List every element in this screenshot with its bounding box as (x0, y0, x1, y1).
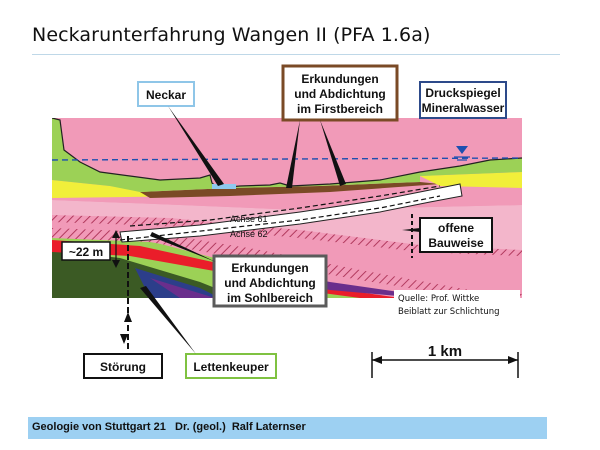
sohl-label-line3: im Sohlbereich (227, 291, 313, 305)
water-table-icon (454, 146, 470, 161)
layer-green-top (52, 118, 522, 192)
offene-bauweise-pointer (402, 228, 420, 232)
source-box (394, 290, 520, 320)
footer-text: Geologie von Stuttgart 21 Dr. (geol.) Ra… (32, 421, 306, 433)
depth-arrow-up-icon (112, 230, 120, 238)
tunnel-invert-line (119, 195, 441, 241)
lettenkeuper-label: Lettenkeuper (193, 360, 269, 374)
sohl-label-box (212, 254, 328, 308)
layer-purple-thin (228, 262, 420, 298)
stoerung-label: Störung (100, 360, 146, 374)
lettenkeuper-pointer (140, 286, 196, 354)
footer-bar: Geologie von Stuttgart 21 Dr. (geol.) Ra… (28, 417, 547, 439)
layer-deep-blue (135, 268, 220, 298)
fault-arrow-down-icon (120, 334, 128, 344)
title-divider (32, 54, 560, 55)
neckar-label: Neckar (146, 88, 186, 102)
sohl-label-line2: und Abdichtung (224, 276, 316, 290)
first-label-line3: im Firstbereich (297, 102, 383, 116)
stoerung-label-box (83, 353, 163, 379)
fault-arrow-up-icon (124, 312, 132, 322)
neckar-label-box (137, 81, 195, 107)
druckspiegel-label-line2: Mineralwasser (422, 101, 505, 115)
first-label-box (281, 64, 399, 122)
groundwater-level-line (51, 157, 523, 161)
layer-purple (150, 278, 215, 298)
depth-label-box (61, 241, 111, 261)
offene-bauweise-line1: offene (438, 221, 474, 235)
first-pointer (286, 120, 300, 188)
sohl-pointer (150, 232, 216, 262)
first-label-line1: Erkundungen (301, 72, 378, 86)
achse-62-label: Achse 62 (230, 229, 268, 239)
source-line2: Beiblatt zur Schlichtung (398, 307, 500, 317)
sohl-label-line1: Erkundungen (231, 261, 308, 275)
neckar-water (212, 184, 236, 189)
neckar-pointer (168, 106, 224, 186)
lettenkeuper-label-box (185, 353, 277, 379)
druckspiegel-label-box (419, 81, 507, 119)
first-label-line2: und Abdichtung (294, 87, 386, 101)
layer-yellow-right (420, 172, 522, 188)
first-pointer-2 (320, 120, 346, 186)
layer-hatched-upper (52, 215, 522, 256)
tunnel-crown-line (129, 185, 441, 227)
depth-arrow-down-icon (112, 260, 120, 268)
source-line1: Quelle: Prof. Wittke (398, 294, 479, 304)
scale-label: 1 km (428, 343, 462, 360)
layer-brown-strip (140, 182, 440, 198)
druckspiegel-label-line1: Druckspiegel (425, 86, 500, 100)
offene-bauweise-box (419, 217, 493, 253)
offene-bauweise-line2: Bauweise (428, 236, 484, 250)
achse-61-label: Achse 61 (230, 214, 268, 224)
depth-label: ~22 m (69, 245, 103, 259)
scale-bar (371, 352, 519, 378)
tunnel-tube (119, 183, 463, 243)
slide-title: Neckarunterfahrung Wangen II (PFA 1.6a) (32, 24, 431, 46)
